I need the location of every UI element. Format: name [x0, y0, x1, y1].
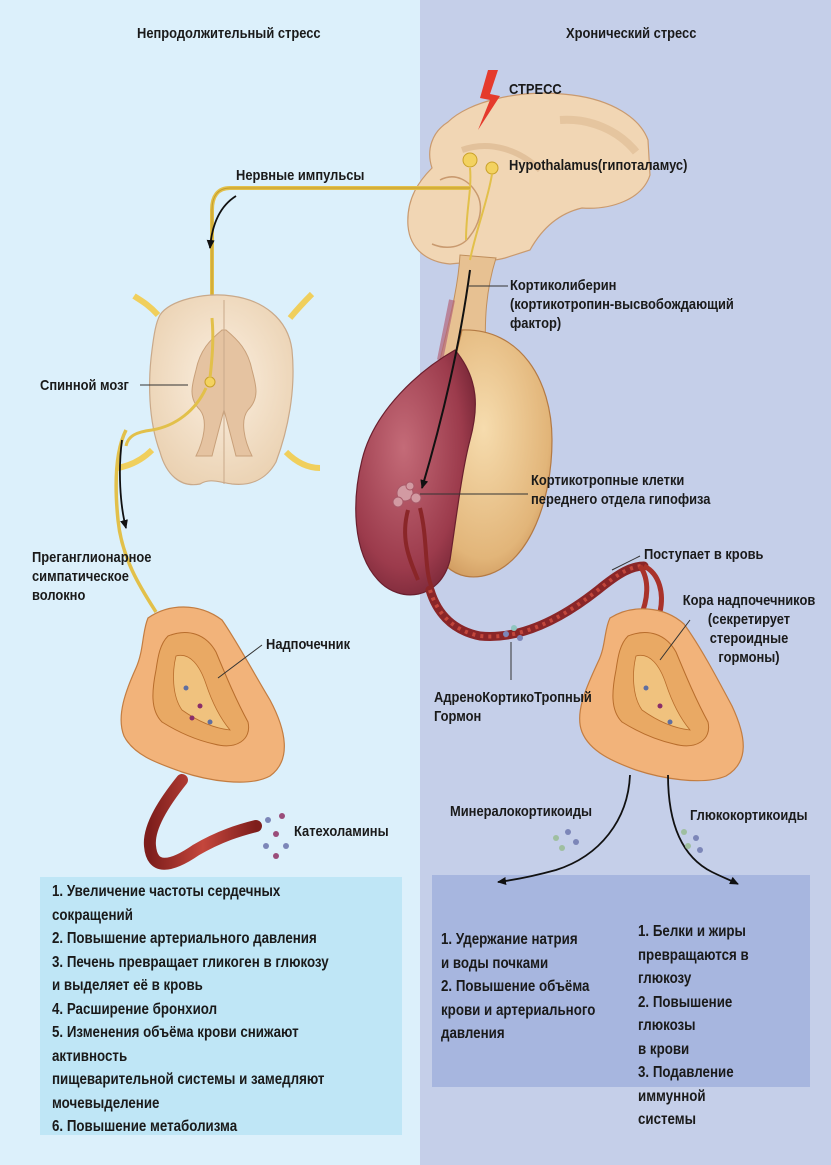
short-term-effect: 3. Печень превращает гликоген в глюкозу … — [52, 951, 349, 998]
adrenal-gland-label: Надпочечник — [266, 635, 350, 654]
acth-label: АдреноКортикоТропный Гормон — [434, 688, 592, 726]
glucocorticoid-effect: 3. Подавление иммунной системы — [638, 1061, 786, 1132]
catecholamines-label: Катехоламины — [294, 822, 389, 841]
mineralocorticoid-effect: 1. Удержание натрия и воды почками — [441, 928, 596, 975]
mineralocorticoids-label: Минералокортикоиды — [450, 802, 592, 821]
short-term-header: Непродолжительный стресс — [137, 24, 321, 43]
short-term-effect: 1. Увеличение частоты сердечных сокращен… — [52, 880, 349, 927]
spinal-cord-label: Спинной мозг — [40, 376, 129, 395]
glucocorticoid-effects-list: 1. Белки и жиры превращаются в глюкозу 2… — [638, 920, 810, 1132]
preganglionic-label: Преганглионарное симпатическое волокно — [32, 548, 151, 605]
short-term-effect: 5. Изменения объёма крови снижают активн… — [52, 1021, 349, 1115]
mineralocorticoid-effects-list: 1. Удержание натрия и воды почками 2. По… — [441, 928, 621, 1046]
short-term-effect: 2. Повышение артериального давления — [52, 927, 349, 951]
mineralocorticoid-effect: 2. Повышение объёма крови и артериальног… — [441, 975, 596, 1046]
enters-blood-label: Поступает в кровь — [644, 545, 763, 564]
glucocorticoid-effect: 2. Повышение глюкозы в крови — [638, 991, 786, 1062]
adrenal-cortex-label: Кора надпочечников (секретирует стероидн… — [680, 591, 818, 667]
nerve-impulses-label: Нервные импульсы — [236, 166, 364, 185]
short-term-effect: 6. Повышение метаболизма — [52, 1115, 349, 1139]
crh-label: Кортиколиберин (кортикотропин-высвобожда… — [510, 276, 734, 333]
stress-label: СТРЕСС — [509, 80, 562, 99]
short-term-effects-list: 1. Увеличение частоты сердечных сокращен… — [52, 880, 397, 1139]
glucocorticoids-label: Глюкокортикоиды — [690, 806, 807, 825]
short-term-effect: 4. Расширение бронхиол — [52, 998, 349, 1022]
corticotrope-label: Кортикотропные клетки переднего отдела г… — [531, 471, 710, 509]
hypothalamus-label: Hypothalamus(гипоталамус) — [509, 156, 687, 175]
glucocorticoid-effect: 1. Белки и жиры превращаются в глюкозу — [638, 920, 786, 991]
chronic-header: Хронический стресс — [566, 24, 696, 43]
